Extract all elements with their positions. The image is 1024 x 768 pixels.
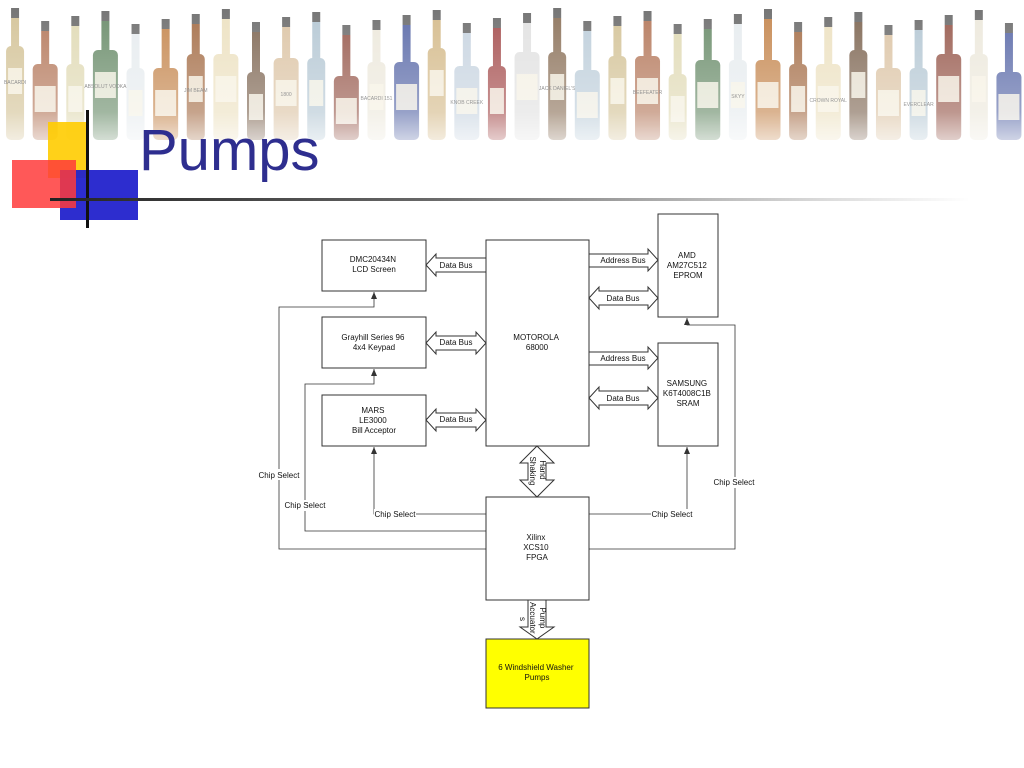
edge-bill-data-label: Data Bus (440, 415, 473, 424)
slide-title: Pumps (139, 118, 320, 183)
node-cpu-label: MOTOROLA 68000 (513, 333, 560, 352)
cs-bill-arrowhead (371, 447, 377, 454)
edge-lcd-data-arrow (425, 252, 487, 278)
node-sram (657, 342, 719, 447)
edge-bill-data-arrow (425, 407, 487, 433)
cs-keypad-arrowhead (371, 369, 377, 376)
edge-lcd-data-label: Data Bus (440, 261, 473, 270)
edge-eprom-addr-label: Address Bus (600, 256, 645, 265)
edge-keypad-data-label: Data Bus (440, 338, 473, 347)
node-cpu (485, 239, 590, 447)
edge-cs-eprom-label: Chip Select (714, 478, 756, 487)
node-eprom (657, 213, 719, 318)
node-eprom-label: AMD AM27C512 EPROM (667, 251, 709, 280)
node-sram-label: SAMSUNG K6T4008C1B SRAM (663, 379, 713, 408)
node-keypad (321, 316, 427, 369)
node-lcd-label: DMC20434N LCD Screen (350, 255, 398, 274)
edge-cs-lcd-line (278, 292, 486, 550)
edge-pump-label: Pump Accuator s (518, 602, 547, 636)
edge-cs-sram-label: Chip Select (652, 510, 694, 519)
edge-sram-addr-label: Address Bus (600, 354, 645, 363)
cs-sram-arrowhead (684, 447, 690, 454)
edge-sram-data-label: Data Bus (607, 394, 640, 403)
edge-handshake-label: Hand Shaking (528, 457, 547, 486)
bottle-banner: BACARDIABSOLUT VODKAJIM BEAM1800BACARDI … (0, 0, 1024, 140)
edge-cs-bill-line (373, 447, 486, 515)
node-lcd (321, 239, 427, 292)
edge-cs-keypad-line (304, 369, 486, 532)
cs-lcd-arrowhead (371, 292, 377, 299)
edge-eprom-data-label: Data Bus (607, 294, 640, 303)
edge-cs-sram-line (589, 447, 688, 515)
node-fpga-label: Xilinx XCS10 FPGA (523, 533, 551, 562)
title-underline (50, 198, 970, 201)
edge-sram-data-arrow (588, 385, 659, 411)
deco-vertical-line (86, 110, 89, 228)
node-bill (321, 394, 427, 447)
cs-eprom-arrowhead (684, 318, 690, 325)
edge-sram-addr-arrow (588, 345, 659, 371)
node-bill-label: MARS LE3000 Bill Acceptor (352, 406, 396, 435)
edge-pump-arrow (518, 599, 556, 640)
edge-handshake-arrow (518, 445, 556, 498)
edge-cs-bill-label: Chip Select (375, 510, 417, 519)
edge-cs-keypad-label: Chip Select (285, 501, 327, 510)
edge-eprom-addr-arrow (588, 247, 659, 273)
node-pumps-label: 6 Windshield Washer Pumps (498, 663, 576, 682)
edge-eprom-data-arrow (588, 285, 659, 311)
edge-keypad-data-arrow (425, 330, 487, 356)
edge-cs-lcd-label: Chip Select (259, 471, 301, 480)
node-keypad-label: Grayhill Series 96 4x4 Keypad (341, 333, 406, 352)
